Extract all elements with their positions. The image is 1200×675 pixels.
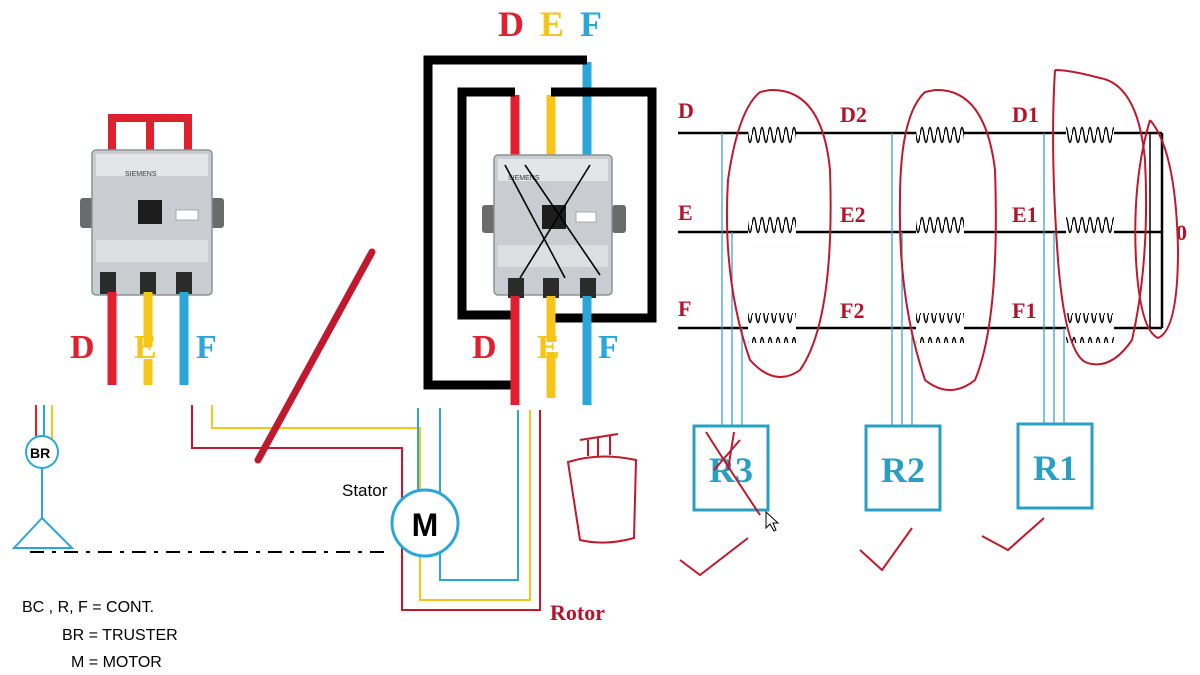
mouse-cursor-icon [765,510,780,532]
row-label-f: F [678,296,691,321]
center-phase-d-label: D [472,329,497,366]
center-phase-f-label: F [598,329,619,366]
relay-r1-box [1016,422,1094,510]
legend-line-1: BC , R, F = CONT. [22,599,154,616]
resistor-bank [678,118,1164,428]
stator-wiring [191,405,541,611]
rotor-label: Rotor [550,600,605,625]
top-phase-e-label: E [540,4,564,44]
motor-symbol [390,488,460,558]
relay-r2-label: R2 [881,450,925,490]
hand-annotations [679,69,1180,577]
motor-label: M [412,507,439,543]
center-phase-e-label: E [537,329,560,366]
tap-label-f2: F2 [840,298,864,323]
left-phase-e-label: E [134,329,157,366]
legend-line-3: M = MOTOR [71,654,162,671]
row-label-e: E [678,200,693,225]
center-contactor: SIEMENS [423,55,657,405]
relay-r2-box [864,424,942,512]
cross-out-stroke [254,248,376,464]
stator-label: Stator [342,481,388,500]
tap-label-f1: F1 [1012,298,1036,323]
left-phase-f-label: F [196,329,217,366]
center-contactor-brand: SIEMENS [508,175,540,182]
tap-label-d2: D2 [840,102,867,127]
top-phase-d-label: D [498,4,524,44]
rotor-sketch [566,433,638,544]
brake-label: BR [30,445,50,461]
left-phase-d-label: D [70,329,95,366]
row-label-d: D [678,98,694,123]
tap-label-d1: D1 [1012,102,1039,127]
relay-r1-label: R1 [1033,448,1077,488]
brake-symbol [11,405,390,553]
top-phase-f-label: F [580,4,602,44]
left-contactor: SIEMENS [80,114,224,385]
legend-line-2: BR = TRUSTER [62,627,178,644]
tap-label-e1: E1 [1012,202,1038,227]
tap-label-e2: E2 [840,202,866,227]
left-contactor-brand: SIEMENS [125,171,157,178]
relay-r3-box [692,424,770,512]
neutral-label: 0 [1176,220,1187,245]
